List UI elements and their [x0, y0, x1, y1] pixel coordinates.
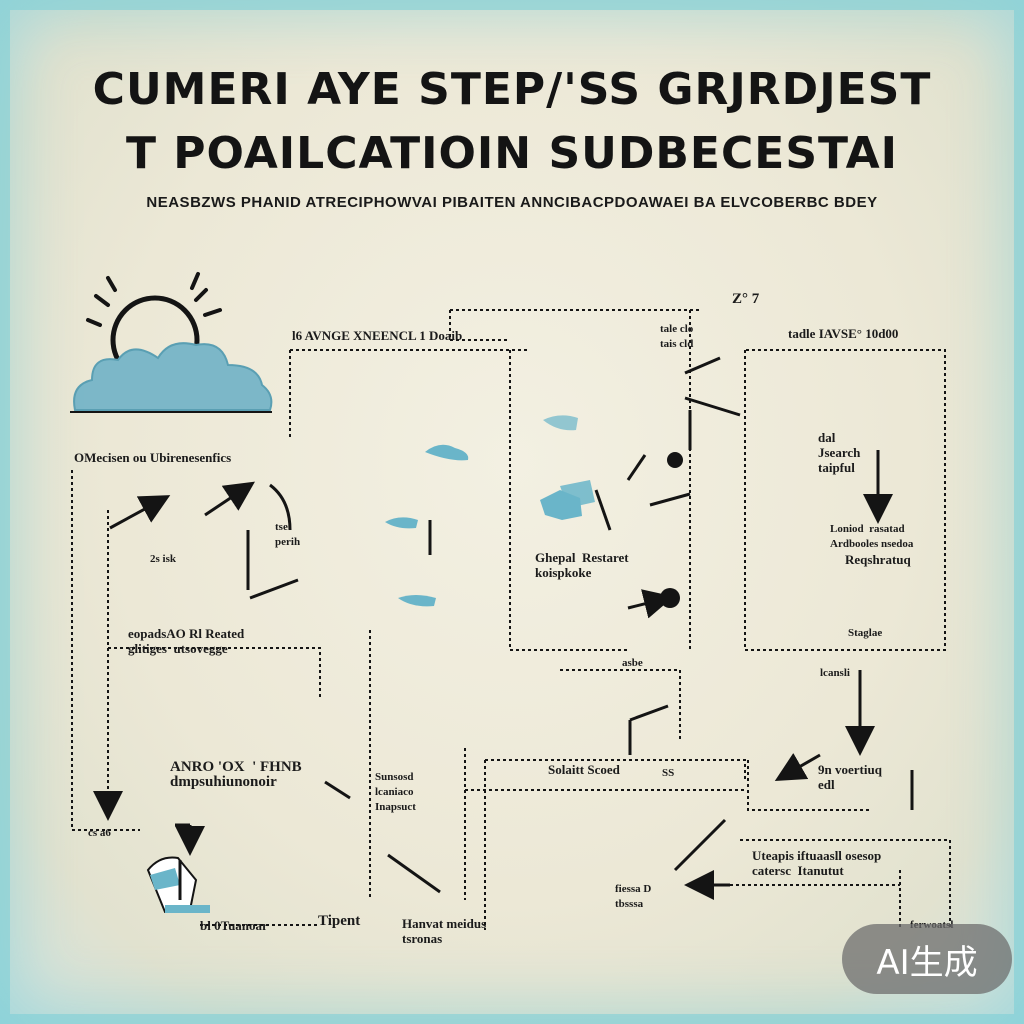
label-right-small: Loniod rasatad Ardbooles nsedoa [830, 523, 914, 550]
label-right-lower: lcansli [820, 667, 850, 679]
label-left-lower: ANRO 'OX ' FHNB dmpsuhiunonoir [170, 759, 302, 790]
subtitle: NEASBZWS PHANID ATRECIPHOWVAI PIBAITEN A… [146, 194, 878, 211]
label-bottom-right: Uteapis iftuaasll osesop catersc Itanutu… [752, 848, 882, 878]
label-bottom-left-2: Tipent [318, 913, 361, 929]
label-tc-small: tale clo tais cld [660, 323, 694, 350]
label-top-right-small: Z° 7 [732, 291, 760, 307]
ink-dots [660, 452, 683, 608]
label-right-search: dal Jsearch taipful [818, 430, 861, 475]
sun-cloud-icon [70, 272, 273, 413]
title-line-1: CUMERI AYE STEP/'SS GRJRDJEST [92, 64, 932, 115]
label-left-mid: eopadsAO Rl Reated glitiges utsovegge [128, 626, 245, 656]
label-left-small-b: 2s isk [150, 553, 176, 565]
label-mid-lower: asbe [622, 657, 643, 669]
label-right-box: Reqshratuq [845, 552, 911, 567]
label-left-header: OMecisen ou Ubirenesenfics [74, 450, 232, 465]
flow-arrows [93, 356, 914, 900]
ai-generated-badge: AI生成 [842, 924, 1012, 994]
label-center-small: Sunsosd lcaniaco Inapsuct [375, 771, 416, 813]
label-top-right: tadle IAVSE° 10d00 [788, 326, 899, 341]
label-center-row-b: SS [662, 767, 675, 779]
signpost-icon [146, 856, 210, 914]
label-right-below: Staglae [848, 627, 883, 639]
label-mid-box: Ghepal Restaret koispkoke [535, 550, 629, 580]
label-left-small-a: tse perih [275, 521, 301, 548]
label-top-mid: l6 AVNGE XNEENCL 1 Doaib [292, 328, 463, 343]
title-line-2: T POAILCATIOIN SUDBECESTAI [125, 128, 899, 179]
label-right-mid: 9n voertiuq edl [818, 762, 882, 792]
label-bottom-mid-left: fiessa D tbsssa [615, 883, 652, 910]
blue-accents [385, 415, 595, 607]
label-bottom-center: Hanvat meidus tsronas [402, 916, 487, 946]
label-lower-left-tiny: cs a6 [88, 827, 111, 839]
label-center-row: Solaitt Scoed [548, 762, 620, 777]
dashed-connectors [71, 309, 951, 930]
label-bottom-left: bl 0Tuanoar [200, 918, 268, 933]
